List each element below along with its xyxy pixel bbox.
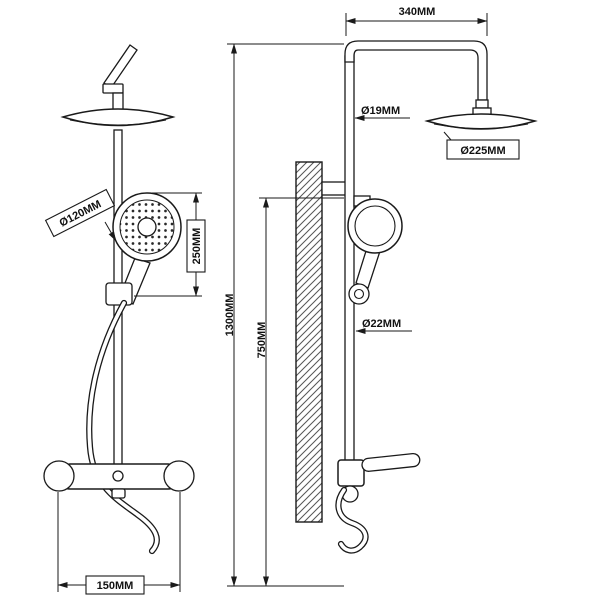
label-box-150 (85, 575, 145, 595)
head-connector-front (112, 92, 124, 111)
label-group-120: Ø120MM (44, 188, 116, 238)
spout-side (336, 488, 368, 553)
side-view (295, 40, 538, 554)
dim-label-rail-height: 750MM (256, 322, 268, 359)
dim-label-overhead-diameter: Ø225MM (460, 145, 505, 157)
label-box-250 (186, 219, 206, 273)
handset-face-center (137, 217, 157, 237)
wall-plate (295, 161, 323, 523)
valve-lever-side (361, 452, 421, 472)
valve-body-side (337, 459, 365, 487)
leader-line-225 (443, 131, 452, 141)
label-box-225 (446, 139, 520, 160)
handset-knob-inner (353, 288, 365, 300)
handset-head-inner-side (354, 205, 396, 247)
dimensions: 340MM Ø19MM Ø225MM 1300MM 750MM Ø22MM 25… (44, 6, 520, 595)
overhead-shower-rim-side (433, 123, 529, 130)
dim-label-valve-width: 150MM (97, 580, 134, 592)
wall-bracket (321, 181, 349, 196)
dim-label-pipe-diameter: Ø19MM (361, 105, 400, 117)
valve-right-knob (163, 460, 195, 492)
overhead-shower-rim-front (69, 119, 167, 126)
shower-arm-front (103, 44, 138, 89)
dim-label-overall-height: 1300MM (224, 294, 236, 337)
riser-pipe-side (344, 55, 355, 463)
head-connector-side (475, 99, 489, 109)
overhead-shower-side (424, 113, 538, 130)
label-box-120 (44, 188, 116, 238)
overhead-shower-front (60, 108, 176, 127)
rail-slider-bracket (105, 282, 133, 306)
valve-left-knob (43, 460, 75, 492)
handset-knob-side (348, 283, 370, 305)
valve-center-detail (112, 470, 124, 482)
leader-line-120 (104, 221, 117, 242)
handset-handle-side (355, 247, 382, 289)
hose-front (87, 301, 159, 553)
arm-nut-front (102, 83, 124, 94)
dim-label-riser-diameter: Ø22MM (362, 318, 401, 330)
dim-label-arm-reach: 340MM (399, 6, 436, 18)
hose-front-outline (86, 299, 160, 555)
front-view (43, 44, 195, 555)
handset-head-side (347, 198, 403, 254)
dim-label-handset-length: 250MM (191, 228, 203, 265)
valve-hose-outlet (111, 488, 126, 499)
shower-arm-side (344, 40, 488, 101)
